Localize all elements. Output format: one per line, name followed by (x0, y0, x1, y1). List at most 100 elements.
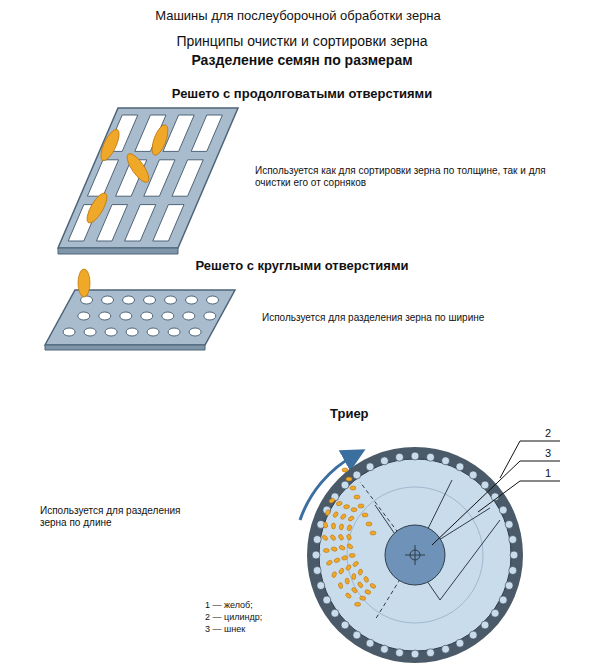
grain (326, 560, 333, 567)
grain (346, 534, 352, 541)
trier-cell (341, 481, 349, 489)
trier-cell (313, 566, 321, 574)
sieve-hole (84, 328, 96, 336)
sieve-heading: Решето с круглыми отверстиями (4, 258, 596, 274)
trier-cell (411, 650, 419, 658)
subtitle: Принципы очистки и сортировки зерна (4, 33, 596, 50)
callout-number: 2 (545, 427, 551, 440)
sieve-hole (81, 296, 93, 304)
grain (323, 522, 328, 529)
grain (347, 515, 354, 522)
grain (357, 581, 364, 588)
grain (359, 596, 366, 601)
grain (331, 523, 335, 529)
sieve-hole (102, 296, 114, 304)
page-title: Машины для послеуборочной обработки зерн… (0, 8, 596, 24)
trier-cell (509, 566, 517, 574)
legend-entry: 2 — цилиндр; (205, 612, 262, 623)
oblong-sieve (58, 108, 238, 254)
trier-cell (411, 452, 419, 460)
grain (366, 522, 372, 526)
trier-cell (505, 520, 513, 528)
trier-cell (353, 471, 361, 479)
trier-cell (456, 639, 464, 647)
sieve-hole (141, 312, 153, 320)
trier-cell (442, 457, 450, 465)
callout-number: 3 (545, 447, 551, 460)
grain (341, 555, 348, 560)
grain (346, 477, 352, 481)
grain (338, 582, 343, 589)
grain (333, 557, 340, 563)
trier-cell (353, 631, 361, 639)
sieve-slot (125, 205, 156, 241)
section-heading: Разделение семян по размерам (4, 52, 596, 69)
grain (343, 504, 349, 509)
legend-entry: 1 — желоб; (205, 600, 253, 611)
sieve-hole (165, 296, 177, 304)
grain (352, 561, 359, 568)
grain (347, 524, 353, 531)
sieve-slot (87, 160, 118, 196)
trier-cell (313, 536, 321, 544)
grain (331, 571, 337, 578)
sieve-hole (105, 328, 117, 336)
trier-cell (366, 639, 374, 647)
trier-cell (341, 621, 349, 629)
sieve-hole (63, 328, 75, 336)
trier-cell (510, 551, 518, 559)
sieve-hole (162, 312, 174, 320)
sieve-hole (189, 328, 201, 336)
grain (339, 545, 346, 551)
grain (346, 543, 353, 550)
trier-cell (396, 649, 404, 657)
grain (351, 587, 358, 594)
round-hole-sieve (45, 269, 235, 350)
grain (338, 567, 345, 574)
grain (340, 513, 347, 520)
trier-cell (366, 463, 374, 471)
trier-cell (312, 551, 320, 559)
sieve-hole (168, 328, 180, 336)
trier-cell (509, 536, 517, 544)
trier-heading: Триер (330, 406, 369, 422)
sieve-hole (123, 296, 135, 304)
grain (345, 592, 352, 599)
trier-cell (456, 463, 464, 471)
grain (363, 576, 369, 583)
sieve-slot (191, 115, 222, 151)
grain (323, 548, 329, 553)
trier-cell (317, 582, 325, 590)
leader-lines (432, 441, 560, 545)
trier-cell (481, 621, 489, 629)
description: Используется для разделения зерна по дли… (40, 505, 190, 529)
grain (321, 534, 328, 541)
sieve-hole (78, 312, 90, 320)
grain (370, 531, 376, 535)
grain (354, 495, 360, 499)
callout-number: 1 (545, 467, 551, 480)
trier-cell (469, 471, 477, 479)
sieve-hole (126, 328, 138, 336)
trier-cell (499, 596, 507, 604)
trier-cell (426, 649, 434, 657)
grain (345, 564, 352, 571)
trier-cell (499, 506, 507, 514)
grain (342, 468, 348, 472)
grain (364, 589, 371, 595)
trier-cell (491, 609, 499, 617)
trier-cell (469, 631, 477, 639)
trier-drum (300, 447, 523, 663)
grain (325, 509, 331, 516)
sieve-hole (204, 312, 216, 320)
grain (349, 553, 355, 557)
description: Используется как для сортировки зерна по… (255, 165, 555, 189)
grain (331, 546, 338, 551)
grain (351, 508, 357, 512)
grain (350, 486, 356, 490)
description: Используется для разделения зерна по шир… (262, 312, 582, 324)
trier-cell (426, 453, 434, 461)
sieve-slot (172, 160, 203, 196)
sieve-hole (144, 296, 156, 304)
grain (355, 602, 361, 606)
